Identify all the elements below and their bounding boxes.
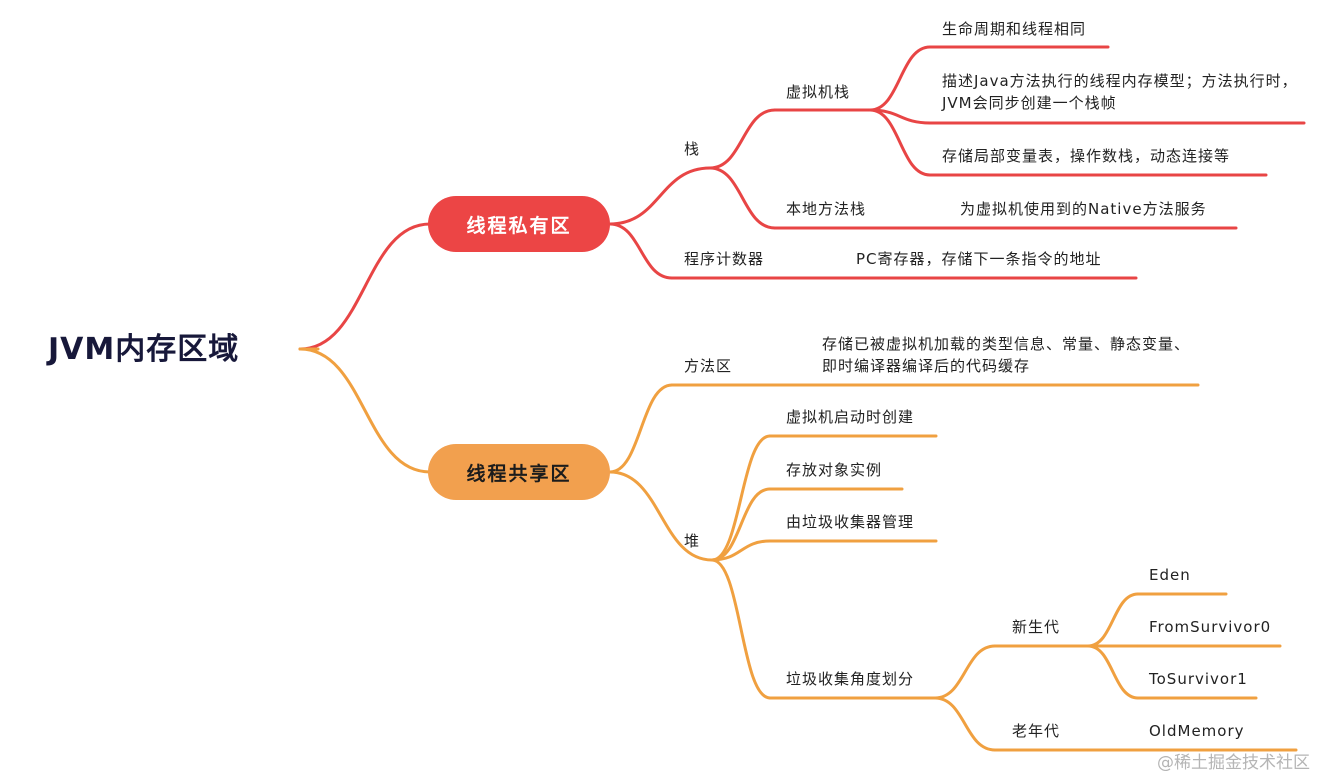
link-stack-vmstack: [708, 108, 777, 170]
link-stack-native: [708, 166, 777, 230]
link-young-eden: [1086, 592, 1140, 648]
gc-division-node: 垃圾收集角度划分: [786, 670, 915, 688]
vm-stack-item-memory-model: 描述Java方法执行的线程内存模型；方法执行时，JVM会同步创建一个栈帧: [942, 72, 1298, 112]
link-vmstack-item1: [868, 45, 932, 112]
old-gen-node: 老年代: [1012, 722, 1061, 740]
native-stack-item: 为虚拟机使用到的Native方法服务: [960, 200, 1207, 218]
young-gen-to-survivor: ToSurvivor1: [1149, 670, 1248, 688]
private-branch-lines: [298, 45, 1306, 351]
heap-item-gc-managed: 由垃圾收集器管理: [786, 513, 915, 531]
old-gen-memory: OldMemory: [1149, 722, 1245, 740]
link-shared-method: [608, 383, 674, 474]
vm-stack-item-lifecycle: 生命周期和线程相同: [942, 20, 1087, 38]
pc-register-node: 程序计数器: [684, 250, 765, 268]
watermark: @稀土掘金技术社区: [1157, 753, 1310, 773]
link-gc-young: [933, 644, 997, 700]
vm-stack-node: 虚拟机栈: [786, 83, 851, 101]
link-heap-gc: [710, 558, 772, 700]
root-title: JVM内存区域: [48, 332, 240, 367]
shared-branch-lines: [298, 347, 1298, 752]
heap-item-created: 虚拟机启动时创建: [786, 408, 915, 426]
heap-node: 堆: [684, 532, 701, 550]
link-young-to: [1086, 644, 1140, 700]
link-private-pc: [608, 222, 674, 280]
method-area-node: 方法区: [684, 357, 733, 375]
method-area-item: 存储已被虚拟机加载的类型信息、常量、静态变量、即时编译器编译后的代码缓存: [822, 335, 1191, 375]
link-shared-heap: [608, 470, 714, 562]
link-heap-item3: [710, 539, 772, 562]
young-gen-from-survivor: FromSurvivor0: [1149, 618, 1272, 636]
link-gc-old: [933, 696, 997, 752]
young-gen-eden: Eden: [1149, 566, 1191, 584]
link-heap-item1: [710, 434, 772, 562]
heap-item-objects: 存放对象实例: [786, 461, 883, 479]
shared-area-node: 线程共享区: [428, 444, 610, 500]
link-heap-item2: [710, 487, 772, 562]
pc-register-item: PC寄存器，存储下一条指令的地址: [856, 250, 1102, 268]
link-root-private: [298, 222, 432, 351]
young-gen-node: 新生代: [1012, 618, 1061, 636]
private-area-node: 线程私有区: [428, 196, 610, 252]
link-vmstack-item3: [868, 108, 932, 177]
link-root-shared: [298, 347, 432, 474]
stack-node: 栈: [684, 140, 701, 158]
link-private-stack: [608, 166, 712, 226]
native-stack-node: 本地方法栈: [786, 200, 867, 218]
vm-stack-item-storage: 存储局部变量表，操作数栈，动态连接等: [942, 147, 1231, 165]
